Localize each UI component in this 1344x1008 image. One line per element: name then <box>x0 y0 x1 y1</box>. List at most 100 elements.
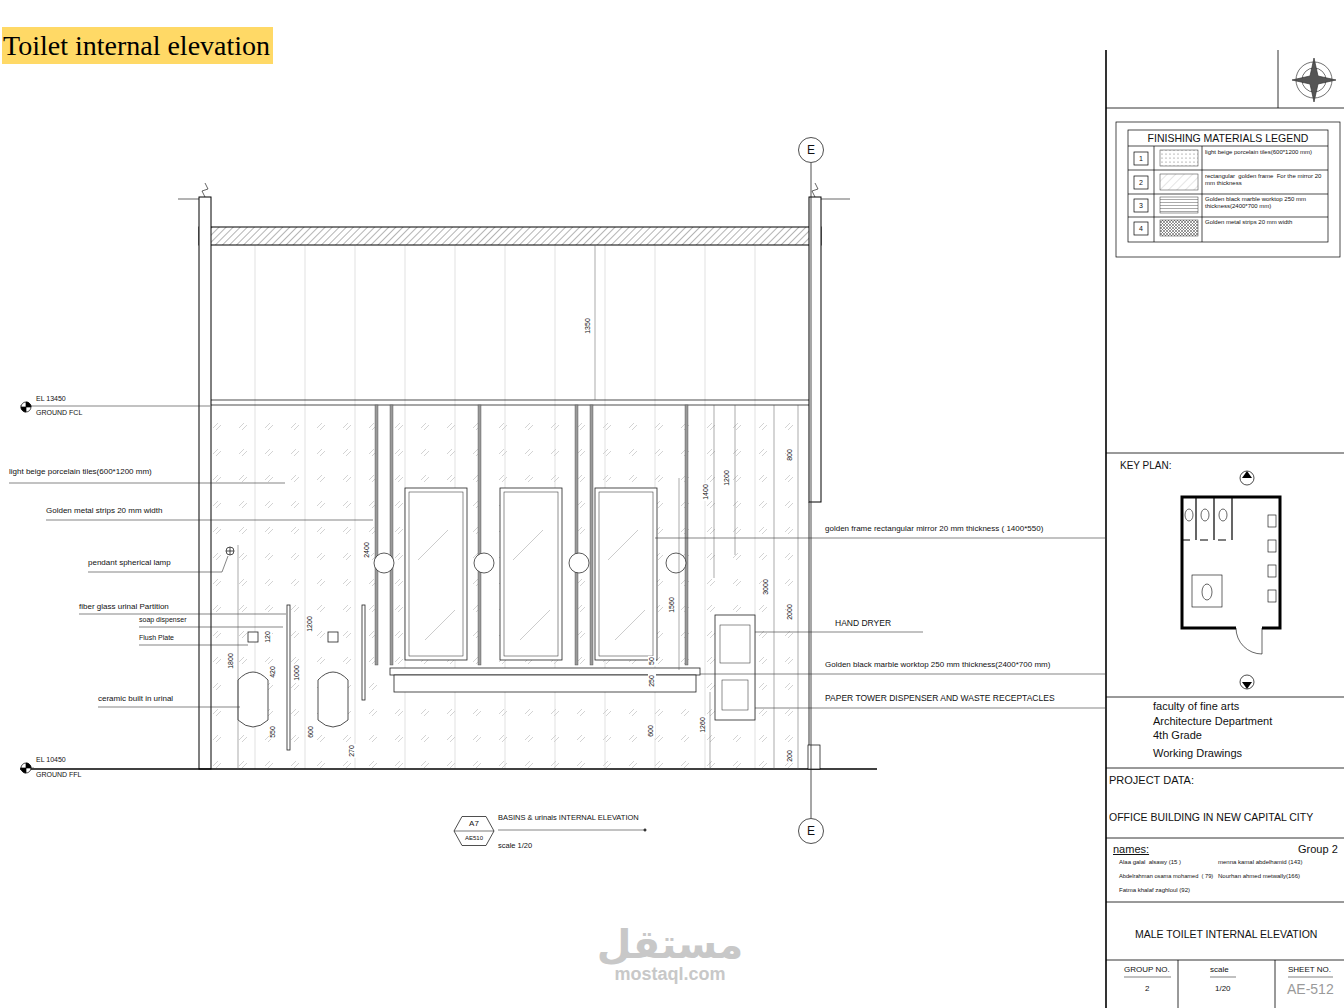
golden-strip <box>575 405 578 665</box>
marble-worktop <box>394 675 696 692</box>
golden-strip <box>685 405 688 665</box>
hexagon-divider <box>454 831 494 832</box>
dimension-text: 1350 <box>584 317 592 335</box>
legend-number: 4 <box>1139 224 1143 232</box>
wall-structure <box>211 400 809 405</box>
golden-strip <box>478 405 481 665</box>
dimension-text: 1200 <box>723 469 731 487</box>
legend-swatch <box>1160 174 1198 190</box>
legend-text: rectangular golden frame For the mirror … <box>1205 173 1325 186</box>
callout-label: soap dispenser <box>139 616 186 624</box>
legend-table <box>1116 122 1340 257</box>
legend-text: Golden metal strips 20 mm width <box>1205 219 1325 226</box>
view-title: BASINS & urinals INTERNAL ELEVATION <box>498 814 639 823</box>
pendant-lamp <box>374 553 394 573</box>
dimension-text: 800 <box>786 448 794 462</box>
legend-table <box>1134 152 1148 165</box>
grid-bubble: E <box>798 818 824 844</box>
level-marker <box>21 402 31 412</box>
mirror <box>608 530 645 640</box>
mirror <box>418 530 455 640</box>
urinal <box>226 547 234 555</box>
mirror <box>504 492 558 656</box>
dimension-text: 270 <box>348 744 356 758</box>
callout-label: light beige porcelain tiles(600*1200 mm) <box>9 467 152 476</box>
dimension-text: 1260 <box>699 716 707 734</box>
legend-heading: FINISHING MATERIALS LEGEND <box>1148 132 1309 144</box>
bubble-outline <box>799 819 824 844</box>
grid-bubble: E <box>798 137 824 163</box>
student-name: Fatma khalaf zaghloul (92) <box>1119 887 1190 894</box>
key-plan <box>1240 675 1254 689</box>
title-block-text: 1/20 <box>1215 984 1231 993</box>
dimension-text: 420 <box>269 665 277 679</box>
pendant-lamp <box>374 553 686 573</box>
student-name: Nourhan ahmed metwally(166) <box>1218 873 1300 880</box>
key-plan <box>1236 628 1262 654</box>
dimension-line <box>238 245 798 769</box>
key-plan <box>1182 497 1232 540</box>
callout-label: pendant spherical lamp <box>88 558 171 567</box>
title-block-text: OFFICE BUILDING IN NEW CAPITAL CITY <box>1109 811 1313 823</box>
mirror <box>409 492 463 656</box>
key-plan <box>1268 590 1276 602</box>
wall-structure <box>808 745 820 769</box>
node-label: AE510 <box>465 831 483 846</box>
leader-line <box>9 406 373 768</box>
callout-label: ceramic built in urinal <box>98 694 173 703</box>
connector-group <box>811 163 812 818</box>
north-arrow <box>1292 58 1336 102</box>
callout-label: fiber glass urinal Partition <box>79 602 169 611</box>
dimension-text: 1000 <box>293 664 301 682</box>
key-plan <box>1192 575 1222 607</box>
dimension-text: 250 <box>648 674 656 688</box>
urinal <box>362 605 365 700</box>
sheet-number: AE-512 <box>1287 981 1334 997</box>
dimension-text: 550 <box>269 725 277 739</box>
hand-dryer <box>715 615 755 720</box>
legend-table <box>1128 146 1328 242</box>
key-plan <box>1201 509 1209 521</box>
legend-text: Golden black marble worktop 250 mm thick… <box>1205 196 1325 209</box>
level-marker <box>21 402 31 773</box>
golden-strip <box>590 405 593 665</box>
dimension-text: 1800 <box>227 652 235 670</box>
pendant-lamp <box>666 553 686 573</box>
dimension-text: 600 <box>647 724 655 738</box>
legend-table <box>1134 199 1148 212</box>
wall-structure <box>178 199 850 200</box>
title-block-text: SHEET NO. <box>1288 965 1331 974</box>
drawing-title: Toilet internal elevation <box>2 27 273 64</box>
legend-table <box>1116 122 1340 257</box>
bubble-outline <box>799 138 824 163</box>
level-marker <box>21 763 31 773</box>
callout-label: golden frame rectangular mirror 20 mm th… <box>825 524 1043 533</box>
wall-structure <box>202 183 818 197</box>
legend-swatch <box>1160 197 1198 213</box>
callout-label: HAND DRYER <box>835 619 891 629</box>
wall-structure <box>211 405 809 769</box>
key-plan <box>1268 565 1276 577</box>
title-block-text: GROUP NO. <box>1124 965 1170 974</box>
callout-label: PAPER TOWER DISPENSER AND WASTE RECEPTAC… <box>825 694 1055 704</box>
title-block <box>1106 50 1344 1008</box>
callout-label: Golden metal strips 20 mm width <box>46 506 163 515</box>
title-block <box>1105 50 1107 1008</box>
mirror <box>405 488 657 660</box>
legend-table <box>1134 222 1148 235</box>
title-block <box>1106 50 1344 1008</box>
title-block-text: KEY PLAN: <box>1120 460 1172 472</box>
title-block-text: PROJECT DATA: <box>1109 774 1194 787</box>
watermark: مستقل <box>597 921 743 967</box>
dimension-text: 3000 <box>762 578 770 596</box>
legend-swatch <box>1160 150 1198 166</box>
legend-table <box>1134 176 1148 189</box>
title-block-text: 2 <box>1145 984 1149 993</box>
level-marker <box>21 763 31 773</box>
node-label: A7 <box>469 816 479 831</box>
mirror <box>595 488 657 660</box>
grid-line <box>811 163 812 818</box>
leader-line <box>9 406 1105 831</box>
node-label: E <box>807 824 815 838</box>
